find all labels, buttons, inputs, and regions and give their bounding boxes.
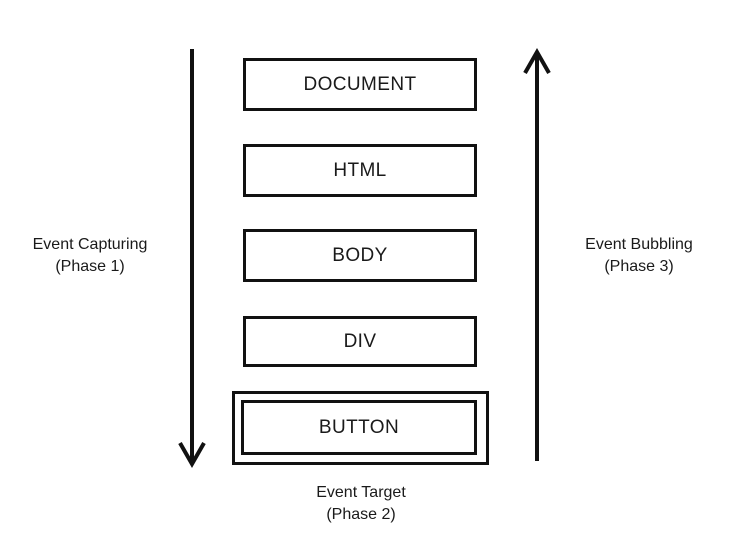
caption-event-bubbling-line2: (Phase 3): [604, 258, 674, 275]
node-label-html: HTML: [333, 160, 387, 181]
caption-event-capturing: Event Capturing (Phase 1): [10, 234, 170, 278]
node-label-div: DIV: [343, 331, 377, 352]
node-box-html: HTML: [243, 144, 477, 197]
up-arrow-icon: [523, 47, 551, 461]
caption-event-bubbling-line1: Event Bubbling: [585, 236, 693, 253]
caption-event-bubbling: Event Bubbling (Phase 3): [558, 234, 720, 278]
caption-event-capturing-line2: (Phase 1): [55, 258, 125, 275]
node-label-document: DOCUMENT: [303, 74, 417, 95]
node-box-div: DIV: [243, 316, 477, 367]
down-arrow-icon: [178, 49, 206, 469]
caption-event-capturing-line1: Event Capturing: [32, 236, 148, 253]
caption-event-target-line2: (Phase 2): [326, 506, 396, 523]
node-box-document: DOCUMENT: [243, 58, 477, 111]
node-label-body: BODY: [332, 245, 388, 266]
node-box-button: BUTTON: [241, 400, 477, 455]
caption-event-target-line1: Event Target: [316, 484, 406, 501]
node-box-body: BODY: [243, 229, 477, 282]
caption-event-target: Event Target (Phase 2): [280, 482, 442, 526]
node-label-button: BUTTON: [318, 417, 400, 438]
